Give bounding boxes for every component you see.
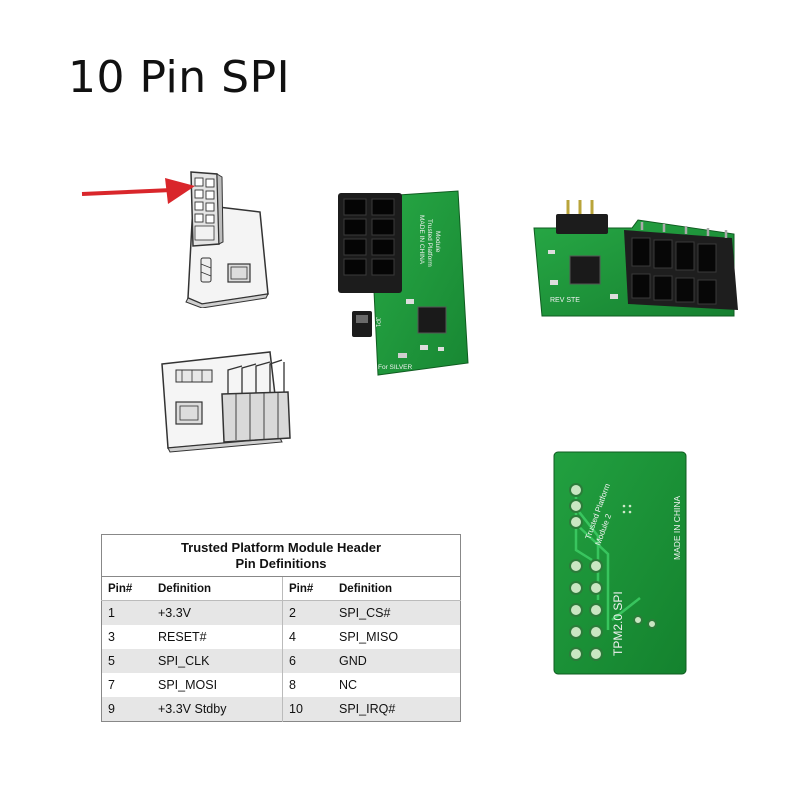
tpm-module-photo-3: Trusted Platform Module 2 MADE IN CHINA … xyxy=(553,451,687,675)
column-header-pin: Pin# xyxy=(282,576,333,601)
pin-definition: NC xyxy=(333,673,461,697)
pin-definition: SPI_IRQ# xyxy=(333,697,461,722)
pin-definition: SPI_MOSI xyxy=(152,673,283,697)
pin-definitions-table: Trusted Platform Module Header Pin Defin… xyxy=(101,534,461,722)
table-caption: Trusted Platform Module Header Pin Defin… xyxy=(101,534,461,577)
pin-definition: +3.3V xyxy=(152,600,283,625)
pin-number: 2 xyxy=(282,600,333,625)
board2-jp: JP1 xyxy=(374,317,380,328)
table-caption-line2: Pin Definitions xyxy=(235,556,327,571)
pin-definition: SPI_CS# xyxy=(333,600,461,625)
table-row: 7 SPI_MOSI 8 NC xyxy=(101,673,461,697)
pin-number: 3 xyxy=(101,625,152,649)
board2-footer: For SILVER xyxy=(378,364,413,371)
pin-definition: RESET# xyxy=(152,625,283,649)
pin-number: 5 xyxy=(101,649,152,673)
pin-number: 9 xyxy=(101,697,152,722)
board2-name-line1: Trusted Platform xyxy=(426,219,433,267)
table-caption-line1: Trusted Platform Module Header xyxy=(180,540,382,555)
table-header-row: Pin# Definition Pin# Definition xyxy=(101,576,461,601)
table-row: 3 RESET# 4 SPI_MISO xyxy=(101,625,461,649)
pin-number: 7 xyxy=(101,673,152,697)
board3-rev: REV STE xyxy=(550,297,580,304)
board2-made-in: MADE IN CHINA xyxy=(418,215,425,265)
tpm-side-drawing xyxy=(161,351,291,453)
table-row: 9 +3.3V Stdby 10 SPI_IRQ# xyxy=(101,697,461,722)
red-arrow-icon xyxy=(81,178,195,204)
board4-tpm: TPM2.0 SPI xyxy=(611,591,625,656)
pin-definition: SPI_CLK xyxy=(152,649,283,673)
board2-name-line2: Module xyxy=(434,231,441,253)
pin-definition: GND xyxy=(333,649,461,673)
column-header-definition: Definition xyxy=(333,576,461,601)
column-header-definition: Definition xyxy=(152,576,283,601)
tpm-header-drawing xyxy=(81,171,269,308)
column-header-pin: Pin# xyxy=(101,576,152,601)
tpm-module-photo-2: REV STE xyxy=(533,200,738,317)
table-row: 5 SPI_CLK 6 GND xyxy=(101,649,461,673)
board4-made-in: MADE IN CHINA xyxy=(672,495,682,560)
pin-number: 8 xyxy=(282,673,333,697)
pin-number: 6 xyxy=(282,649,333,673)
pin-number: 1 xyxy=(101,600,152,625)
pin-definition: SPI_MISO xyxy=(333,625,461,649)
pin-number: 4 xyxy=(282,625,333,649)
table-row: 1 +3.3V 2 SPI_CS# xyxy=(101,600,461,625)
pin-number: 10 xyxy=(282,697,333,722)
page-title: 10 Pin SPI xyxy=(68,52,291,103)
tpm-module-photo-1: MADE IN CHINA Trusted Platform Module JP… xyxy=(338,190,469,376)
pin-definition: +3.3V Stdby xyxy=(152,697,283,722)
